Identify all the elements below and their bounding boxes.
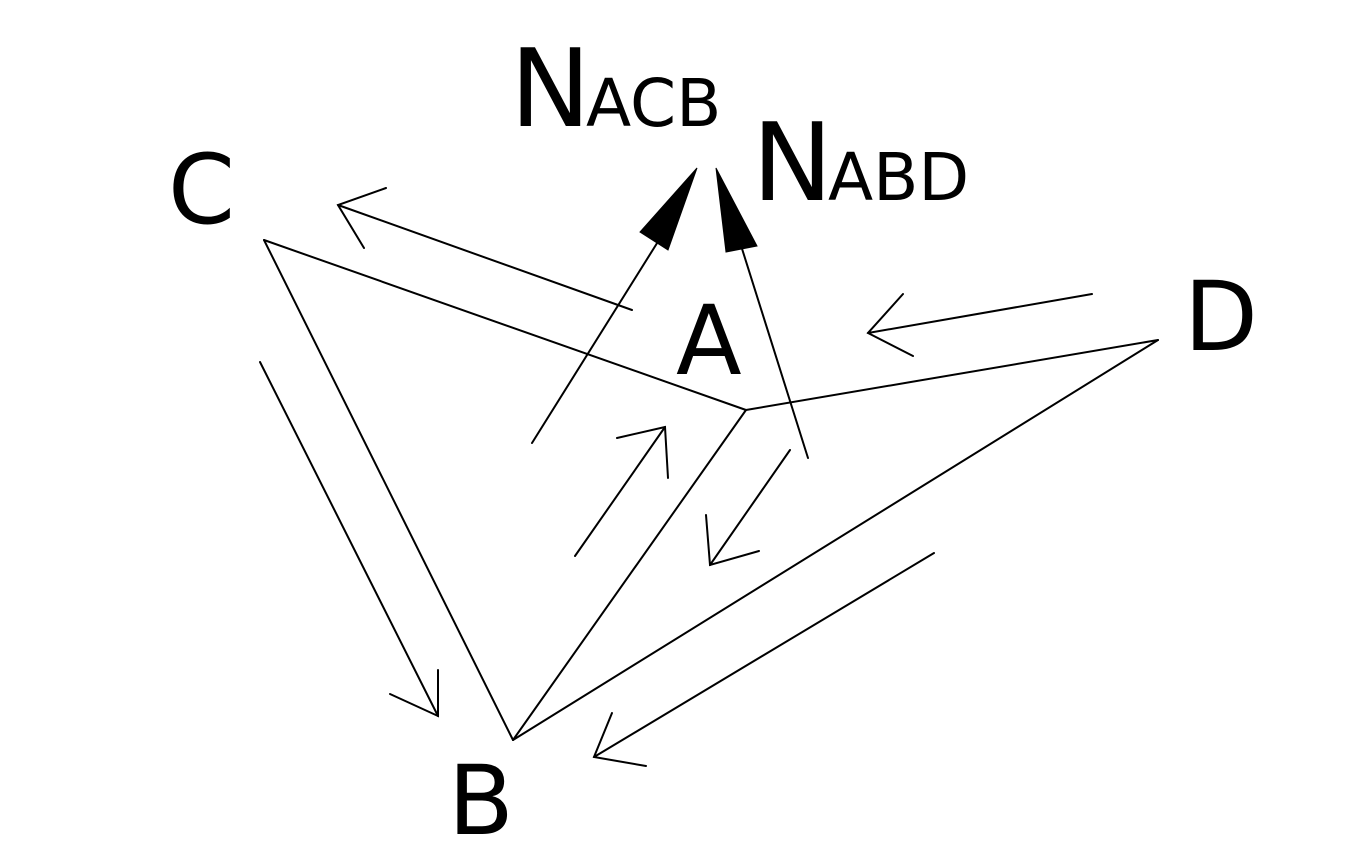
edge-a-d xyxy=(745,339,1159,411)
edge-a-b xyxy=(512,409,747,741)
normal-label-acb-main: N xyxy=(510,27,591,152)
arrow-b-to-a xyxy=(574,425,669,557)
arrow-d-to-b xyxy=(592,552,935,767)
arrow-d-to-a xyxy=(866,293,1093,357)
normal-label-abd-main: N xyxy=(752,101,833,226)
normal-label-abd-sub: ABD xyxy=(828,139,969,216)
vertex-label-d: D xyxy=(1184,261,1258,373)
arrow-c-to-b xyxy=(259,361,439,718)
arrow-a-to-c xyxy=(336,187,633,311)
edge-c-a xyxy=(263,239,747,411)
arrow-a-to-b xyxy=(705,449,791,567)
normal-label-acb: N ACB xyxy=(510,27,721,152)
normal-label-acb-sub: ACB xyxy=(586,65,721,142)
normal-vector-abd xyxy=(715,167,809,459)
vertex-label-c: C xyxy=(168,134,235,246)
vertex-label-a: A xyxy=(676,285,742,397)
normal-vector-acb xyxy=(531,167,698,444)
normal-label-abd: N ABD xyxy=(752,101,969,226)
vertex-label-b: B xyxy=(448,745,514,857)
edge-c-b xyxy=(263,239,514,741)
edge-d-b xyxy=(512,339,1159,741)
